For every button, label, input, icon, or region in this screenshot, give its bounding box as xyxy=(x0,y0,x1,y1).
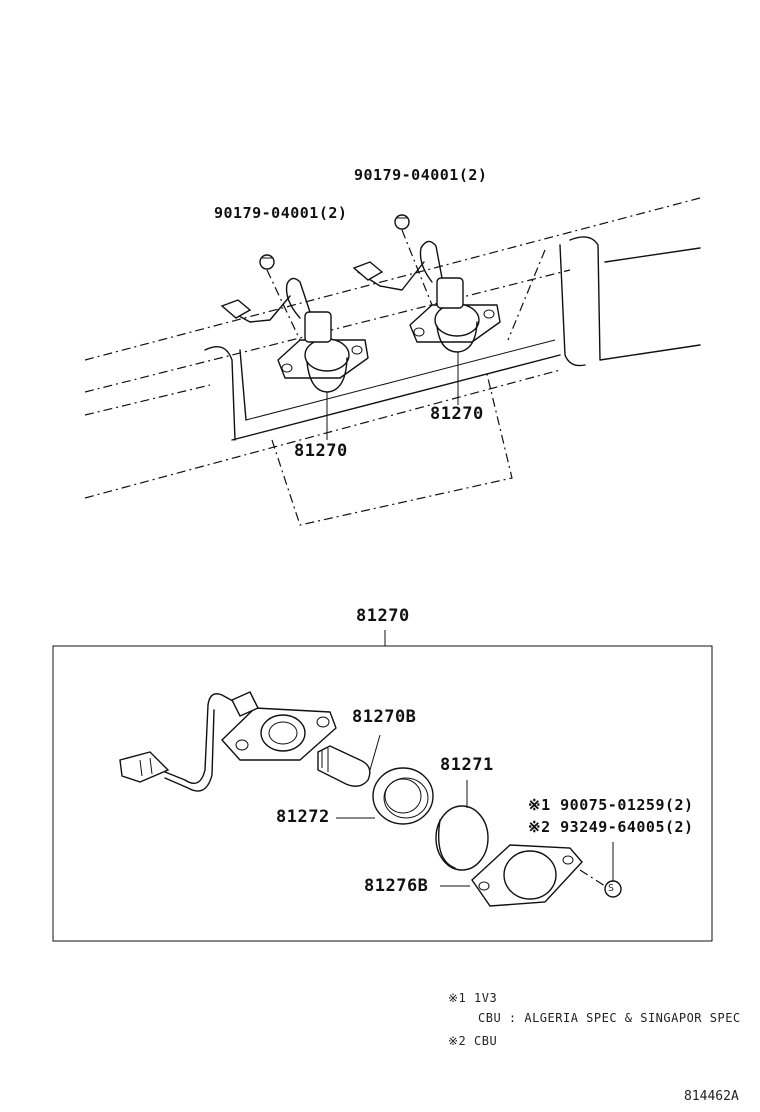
housing-81276B xyxy=(440,844,583,907)
note-line-2: CBU : ALGERIA SPEC & SINGAPOR SPEC xyxy=(478,1011,741,1025)
label-lens: 81271 xyxy=(440,755,494,775)
label-screw-2: ※2 93249-64005(2) xyxy=(528,818,694,836)
screw-leader xyxy=(579,842,622,898)
label-bulb: 81270B xyxy=(352,707,417,727)
gasket-81272 xyxy=(336,767,434,825)
screw-symbol: S xyxy=(608,883,615,894)
note-line-3: ※2 CBU xyxy=(448,1034,498,1048)
lamp-left-upper xyxy=(220,254,369,440)
label-lamp-right: 81270 xyxy=(430,404,484,424)
lens-81271 xyxy=(435,780,489,871)
exploded-view-frame xyxy=(52,645,713,942)
label-screw-1: ※1 90075-01259(2) xyxy=(528,796,694,814)
bulb-81270B xyxy=(317,734,381,787)
rear-panel-outline xyxy=(84,197,701,499)
label-bolt-left: 90179-04001(2) xyxy=(214,204,348,222)
label-housing: 81276B xyxy=(364,876,429,896)
label-gasket: 81272 xyxy=(276,807,330,827)
lamp-right-upper xyxy=(352,214,501,405)
note-line-1: ※1 1V3 xyxy=(448,991,498,1005)
label-lamp-left: 81270 xyxy=(294,441,348,461)
label-bolt-upper: 90179-04001(2) xyxy=(354,166,488,184)
figure-number: 814462A xyxy=(684,1089,739,1104)
label-assembly: 81270 xyxy=(356,606,410,626)
license-plate-area xyxy=(271,369,513,526)
socket-harness xyxy=(119,691,337,792)
